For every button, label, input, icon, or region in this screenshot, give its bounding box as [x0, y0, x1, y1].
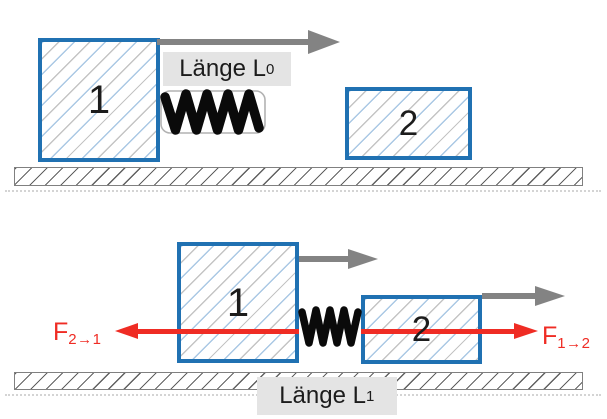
length-L0-subscript: 0: [265, 60, 275, 78]
length-L0-text: Länge L: [179, 55, 266, 82]
spring-coil: [298, 306, 362, 347]
length-L1-subscript: 1: [365, 387, 375, 405]
block-1-bottom: 1: [177, 242, 299, 363]
force-F21-base: F: [53, 318, 69, 346]
force-arrow-left-shaft: [138, 328, 299, 334]
spring-top: [160, 89, 266, 135]
block-1-bottom-label: 1: [226, 280, 250, 325]
velocity-arrow-bottom-block1: [299, 249, 378, 269]
force-arrow-left: [115, 323, 299, 339]
block-1-top-label: 1: [87, 78, 111, 122]
block-1-top: 1: [38, 38, 160, 162]
velocity-arrow-top: [157, 30, 340, 54]
force-F12-base: F: [542, 322, 558, 350]
ground-top: [14, 167, 583, 186]
velocity-arrow-b2-shaft: [482, 293, 535, 299]
length-L1-text: Länge L: [279, 382, 366, 409]
arrow-right-icon: [348, 249, 378, 269]
force-label-F12: F1→2: [542, 324, 590, 351]
spring-ghost-outline: [160, 90, 266, 134]
force-label-F21: F2→1: [53, 320, 101, 347]
velocity-arrow-b1-shaft: [299, 256, 348, 262]
force-arrow-right-shaft: [361, 328, 514, 334]
velocity-arrow-top-shaft: [157, 39, 308, 45]
ground-top-dotted-line: [5, 190, 601, 192]
arrow-left-icon: [115, 323, 138, 339]
block-2-top-label: 2: [398, 104, 419, 143]
force-F21-subscript: 2→1: [68, 330, 102, 348]
velocity-arrow-bottom-block2: [482, 286, 565, 306]
block-2-bottom-label: 2: [411, 310, 432, 349]
force-F12-subscript: 1→2: [557, 334, 591, 352]
force-arrow-right: [361, 323, 538, 339]
spring-bottom: [298, 306, 362, 347]
arrow-right-icon: [514, 323, 538, 339]
block-2-top: 2: [345, 87, 472, 160]
spring-coil: [160, 89, 264, 135]
arrow-right-icon: [535, 286, 565, 306]
arrow-right-icon: [308, 30, 340, 54]
